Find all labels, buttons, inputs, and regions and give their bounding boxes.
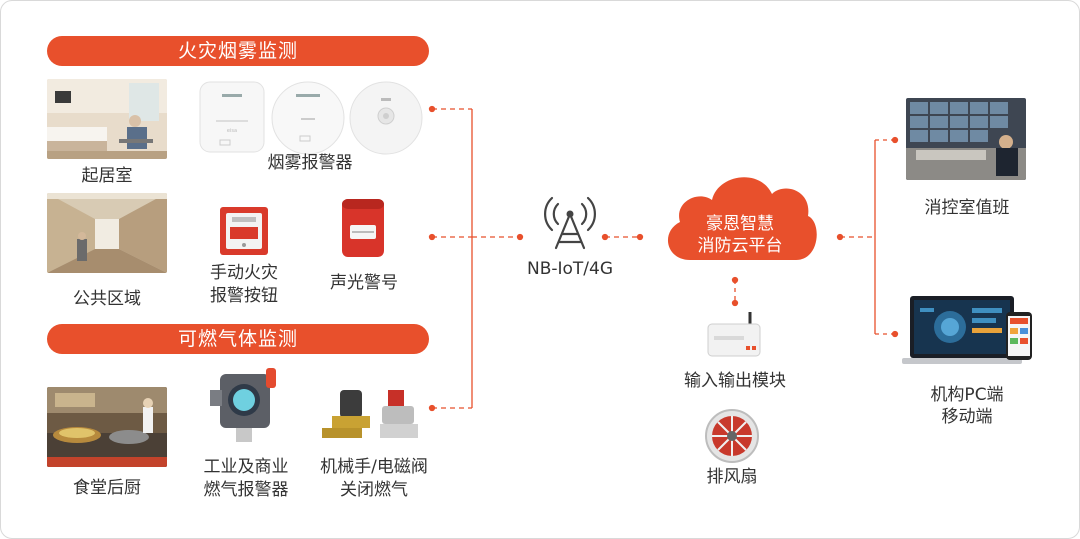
pc-label-line2: 移动端	[941, 407, 993, 427]
fan-label: 排风扇	[706, 467, 758, 487]
fire-smoke-banner: 火灾烟雾监测	[47, 36, 429, 66]
valve-label-line2: 关闭燃气	[340, 480, 408, 500]
bedroom-label: 起居室	[81, 166, 133, 186]
io-module-icon	[704, 310, 764, 366]
cloud-label-line2: 消防云平台	[697, 236, 783, 256]
kitchen-photo	[47, 387, 167, 467]
valve-label: 机械手/电磁阀 关闭燃气	[308, 456, 440, 502]
bedroom-photo	[47, 79, 167, 159]
pc-mobile-icon	[900, 294, 1036, 372]
gas-detector-icon	[206, 368, 286, 448]
gas-detector-label-line2: 燃气报警器	[203, 480, 289, 500]
cloud-platform-icon	[660, 160, 820, 274]
cloud-platform-label: 豪恩智慧 消防云平台	[670, 213, 810, 257]
network-label: NB-IoT/4G	[526, 259, 614, 279]
pc-label-line1: 机构PC端	[930, 385, 1004, 405]
sound-light-label: 声光警号	[330, 273, 398, 293]
control-room-photo	[906, 98, 1026, 180]
antenna-icon	[540, 192, 600, 256]
sound-light-alarm-icon	[338, 197, 388, 263]
manual-alarm-label-line1: 手动火灾	[210, 263, 278, 283]
manual-alarm-button-icon	[218, 205, 270, 261]
gas-detector-label-line1: 工业及商业	[203, 457, 289, 477]
cloud-label-line1: 豪恩智慧	[706, 214, 774, 234]
valve-icon	[318, 388, 428, 450]
manual-alarm-label: 手动火灾 报警按钮	[188, 262, 300, 308]
kitchen-label: 食堂后厨	[73, 478, 141, 498]
manual-alarm-label-line2: 报警按钮	[210, 286, 278, 306]
smoke-detector-images: eisa	[196, 80, 424, 160]
fan-icon	[704, 408, 760, 468]
gas-banner: 可燃气体监测	[47, 324, 429, 354]
io-module-label: 输入输出模块	[684, 371, 786, 391]
control-room-label: 消控室值班	[924, 198, 1010, 218]
smoke-detector-label: 烟雾报警器	[267, 153, 353, 173]
pc-mobile-label: 机构PC端 移动端	[902, 384, 1032, 428]
svg-text:eisa: eisa	[227, 128, 237, 134]
corridor-label: 公共区域	[73, 289, 141, 309]
corridor-photo	[47, 193, 167, 273]
valve-label-line1: 机械手/电磁阀	[320, 457, 428, 477]
gas-detector-label: 工业及商业 燃气报警器	[188, 456, 304, 502]
